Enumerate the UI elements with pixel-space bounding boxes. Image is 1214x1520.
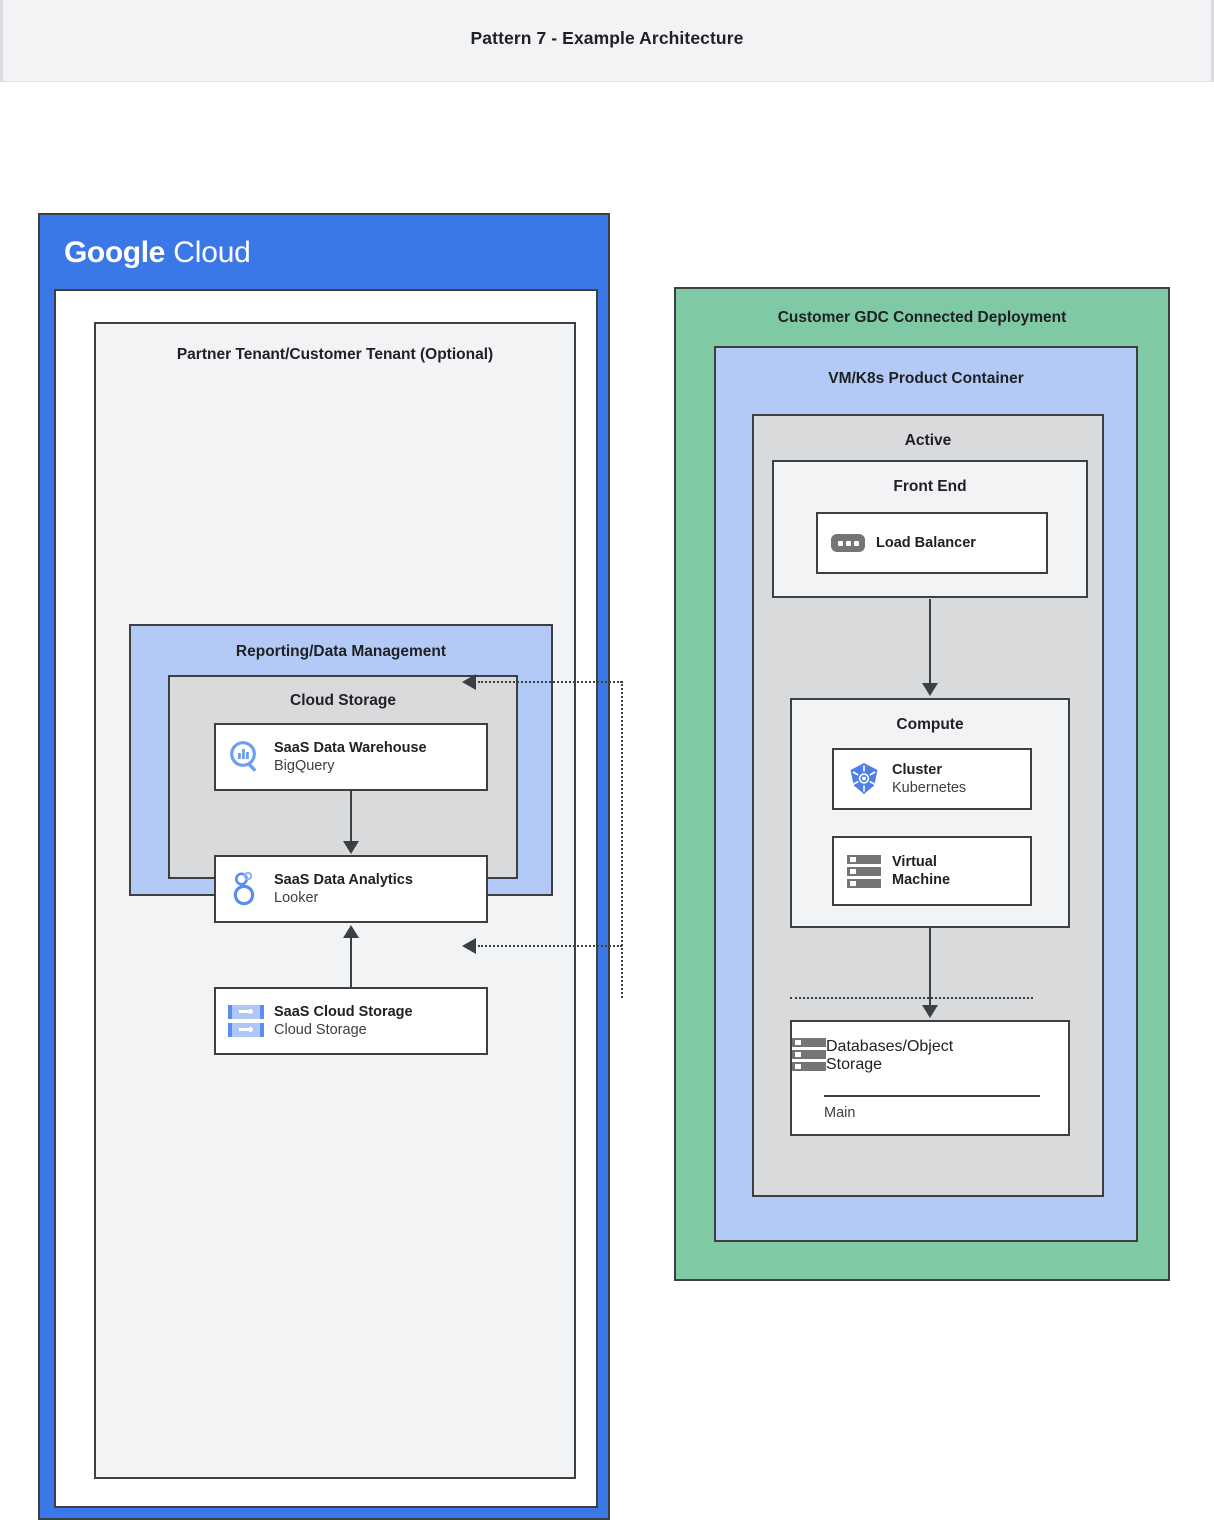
reporting-data-management-box: Reporting/Data Management Cloud Storage	[129, 624, 553, 1055]
cloud-storage-icon	[224, 1005, 268, 1037]
connector-db-to-storage-segment	[478, 945, 622, 947]
customer-gdc-panel: Customer GDC Connected Deployment VM/K8s…	[674, 287, 1170, 1281]
connector-storage-to-analytics-arrow	[343, 925, 359, 938]
google-cloud-project-area: Partner Tenant/Customer Tenant (Optional…	[54, 289, 598, 1508]
db-card-divider	[824, 1095, 1040, 1097]
connector-warehouse-to-analytics-line	[350, 791, 352, 843]
partner-tenant-title: Partner Tenant/Customer Tenant (Optional…	[176, 346, 494, 363]
service-card-text: Load Balancer	[876, 534, 976, 552]
reporting-title: Reporting/Data Management	[235, 643, 447, 660]
compute-title: Compute	[896, 716, 964, 733]
connector-db-to-storage-arrow	[462, 938, 476, 954]
connector-warehouse-to-analytics-arrow	[343, 841, 359, 854]
service-name: Cluster	[892, 761, 942, 778]
virtual-machine-icon	[842, 854, 886, 888]
service-name: Databases/Object	[826, 1038, 954, 1055]
google-cloud-logo: Google Cloud	[64, 238, 251, 268]
service-card-virtual-machine[interactable]: Virtual Machine	[832, 836, 1032, 906]
window-edge-right	[1211, 0, 1214, 82]
service-card-saas-data-warehouse[interactable]: SaaS Data Warehouse BigQuery	[214, 723, 488, 791]
connector-db-to-gcp-riser	[621, 681, 623, 998]
partner-tenant-box: Partner Tenant/Customer Tenant (Optional…	[94, 322, 576, 1479]
service-card-saas-data-analytics[interactable]: SaaS Data Analytics Looker	[214, 855, 488, 923]
cloud-storage-group-box: Cloud Storage	[168, 675, 518, 1055]
active-box: Active Front End Load Balancer	[752, 414, 1104, 1197]
server-stack-icon	[792, 1038, 826, 1071]
service-card-text: Virtual Machine	[892, 853, 950, 889]
compute-box: Compute	[790, 698, 1070, 928]
logo-word-google: Google	[64, 236, 165, 269]
db-card-row: Databases/Object Storage	[792, 1022, 1068, 1074]
service-card-text: SaaS Data Analytics Looker	[274, 871, 413, 907]
front-end-title: Front End	[893, 478, 967, 495]
load-balancer-icon	[826, 534, 870, 552]
service-name: Load Balancer	[876, 534, 976, 551]
title-bar: Pattern 7 - Example Architecture	[0, 0, 1214, 82]
service-card-cluster[interactable]: Cluster Kubernetes	[832, 748, 1032, 810]
looker-icon	[224, 869, 268, 909]
logo-word-cloud: Cloud	[173, 236, 251, 269]
service-card-saas-cloud-storage[interactable]: SaaS Cloud Storage Cloud Storage	[214, 987, 488, 1055]
customer-gdc-title: Customer GDC Connected Deployment	[777, 309, 1067, 326]
cloud-storage-group-title: Cloud Storage	[290, 692, 396, 709]
connector-db-to-warehouse-segment	[478, 681, 622, 683]
service-card-text: SaaS Cloud Storage Cloud Storage	[274, 1003, 413, 1039]
connector-storage-to-analytics-line	[350, 935, 352, 987]
connector-compute-to-db-line	[929, 928, 931, 1007]
vm-k8s-title: VM/K8s Product Container	[828, 370, 1024, 387]
active-title: Active	[904, 432, 952, 449]
service-product: Kubernetes	[892, 780, 967, 796]
connector-db-to-gcp-segment-bottom	[790, 997, 1033, 999]
db-card-subtitle: Main	[824, 1105, 856, 1121]
service-card-load-balancer[interactable]: Load Balancer	[816, 512, 1048, 574]
service-name: SaaS Cloud Storage	[274, 1003, 413, 1020]
bigquery-icon	[224, 738, 268, 776]
kubernetes-icon	[842, 761, 886, 797]
service-name-line2: Storage	[826, 1056, 883, 1073]
connector-frontend-to-compute-line	[929, 599, 931, 685]
service-card-text: Databases/Object Storage	[826, 1038, 953, 1074]
service-card-text: Cluster Kubernetes	[892, 761, 966, 797]
diagram-canvas: Google Cloud Partner Tenant/Customer Ten…	[0, 82, 1214, 1520]
service-name: Virtual	[892, 853, 937, 870]
google-cloud-panel: Google Cloud Partner Tenant/Customer Ten…	[38, 213, 610, 1520]
service-card-databases-object-storage[interactable]: Databases/Object Storage Main	[790, 1020, 1070, 1136]
connector-db-to-warehouse-arrow	[462, 674, 476, 690]
front-end-box: Front End Load Balancer	[772, 460, 1088, 598]
page-title: Pattern 7 - Example Architecture	[470, 28, 744, 48]
service-product: BigQuery	[274, 758, 335, 774]
connector-frontend-to-compute-arrow	[922, 683, 938, 696]
window-edge-left	[0, 0, 3, 82]
connector-compute-to-db-arrow	[922, 1005, 938, 1018]
service-name-line2: Machine	[892, 872, 951, 888]
service-card-text: SaaS Data Warehouse BigQuery	[274, 739, 427, 775]
service-name: SaaS Data Analytics	[274, 871, 413, 888]
service-name: SaaS Data Warehouse	[274, 739, 427, 756]
service-product: Cloud Storage	[274, 1022, 367, 1038]
vm-k8s-product-container-box: VM/K8s Product Container Active Front En…	[714, 346, 1138, 1242]
service-product: Looker	[274, 890, 319, 906]
